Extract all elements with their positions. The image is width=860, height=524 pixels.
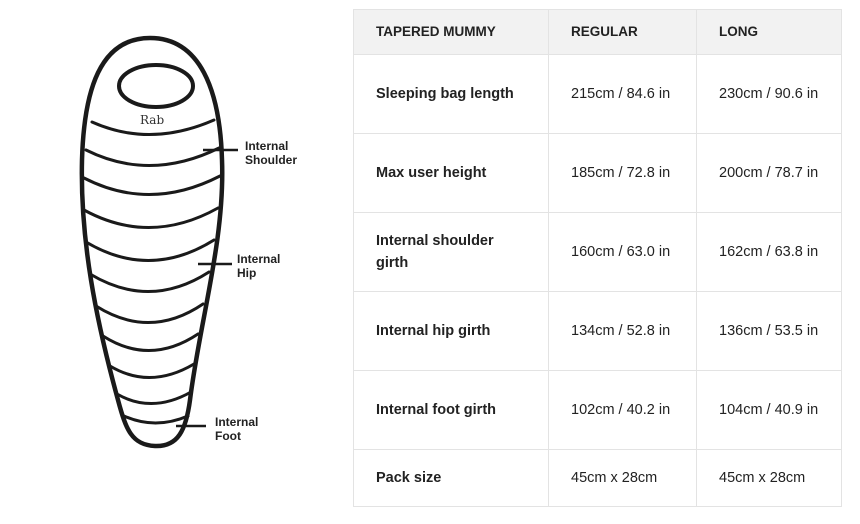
header-tapered-mummy: TAPERED MUMMY — [353, 9, 549, 55]
callout-internal-foot: Internal Foot — [215, 415, 258, 443]
table-row: Internal hip girth 134cm / 52.8 in 136cm… — [353, 291, 842, 371]
long-value: 230cm / 90.6 in — [696, 54, 842, 134]
callout-line1: Internal — [237, 252, 281, 266]
sleeping-bag-diagram: Rab Internal Shoulder Internal Hip Inter… — [0, 0, 345, 524]
table-row: Internal shoulder girth 160cm / 63.0 in … — [353, 212, 842, 292]
table-row: Sleeping bag length 215cm / 84.6 in 230c… — [353, 54, 842, 134]
regular-value: 185cm / 72.8 in — [548, 133, 697, 213]
callout-line1: Internal — [215, 415, 259, 429]
row-label: Sleeping bag length — [353, 54, 549, 134]
long-value: 136cm / 53.5 in — [696, 291, 842, 371]
long-value: 200cm / 78.7 in — [696, 133, 842, 213]
row-label: Pack size — [353, 449, 549, 507]
callout-line1: Internal — [245, 139, 289, 153]
row-label: Internal hip girth — [353, 291, 549, 371]
table-row: Pack size 45cm x 28cm 45cm x 28cm — [353, 449, 842, 507]
regular-value: 160cm / 63.0 in — [548, 212, 697, 292]
regular-value: 102cm / 40.2 in — [548, 370, 697, 450]
sleeping-bag-illustration: Rab — [79, 35, 238, 449]
callout-line2: Foot — [215, 429, 241, 443]
bag-outline — [79, 35, 225, 449]
callout-line2: Hip — [237, 266, 257, 280]
hood-opening — [117, 63, 195, 109]
row-label: Max user height — [353, 133, 549, 213]
callout-internal-hip: Internal Hip — [237, 252, 280, 280]
row-label: Internal foot girth — [353, 370, 549, 450]
row-label: Internal shoulder girth — [353, 212, 549, 292]
header-regular: REGULAR — [548, 9, 697, 55]
regular-value: 215cm / 84.6 in — [548, 54, 697, 134]
size-spec-table: TAPERED MUMMY REGULAR LONG Sleeping bag … — [353, 9, 842, 507]
regular-value: 134cm / 52.8 in — [548, 291, 697, 371]
table-header-row: TAPERED MUMMY REGULAR LONG — [353, 9, 842, 55]
brand-logo: Rab — [140, 113, 164, 127]
long-value: 162cm / 63.8 in — [696, 212, 842, 292]
table-row: Internal foot girth 102cm / 40.2 in 104c… — [353, 370, 842, 450]
long-value: 45cm x 28cm — [696, 449, 842, 507]
callout-internal-shoulder: Internal Shoulder — [245, 139, 297, 167]
measurement-markers — [176, 148, 238, 428]
long-value: 104cm / 40.9 in — [696, 370, 842, 450]
header-long: LONG — [696, 9, 842, 55]
table-row: Max user height 185cm / 72.8 in 200cm / … — [353, 133, 842, 213]
baffle-lines — [82, 118, 222, 425]
regular-value: 45cm x 28cm — [548, 449, 697, 507]
callout-line2: Shoulder — [245, 153, 298, 167]
